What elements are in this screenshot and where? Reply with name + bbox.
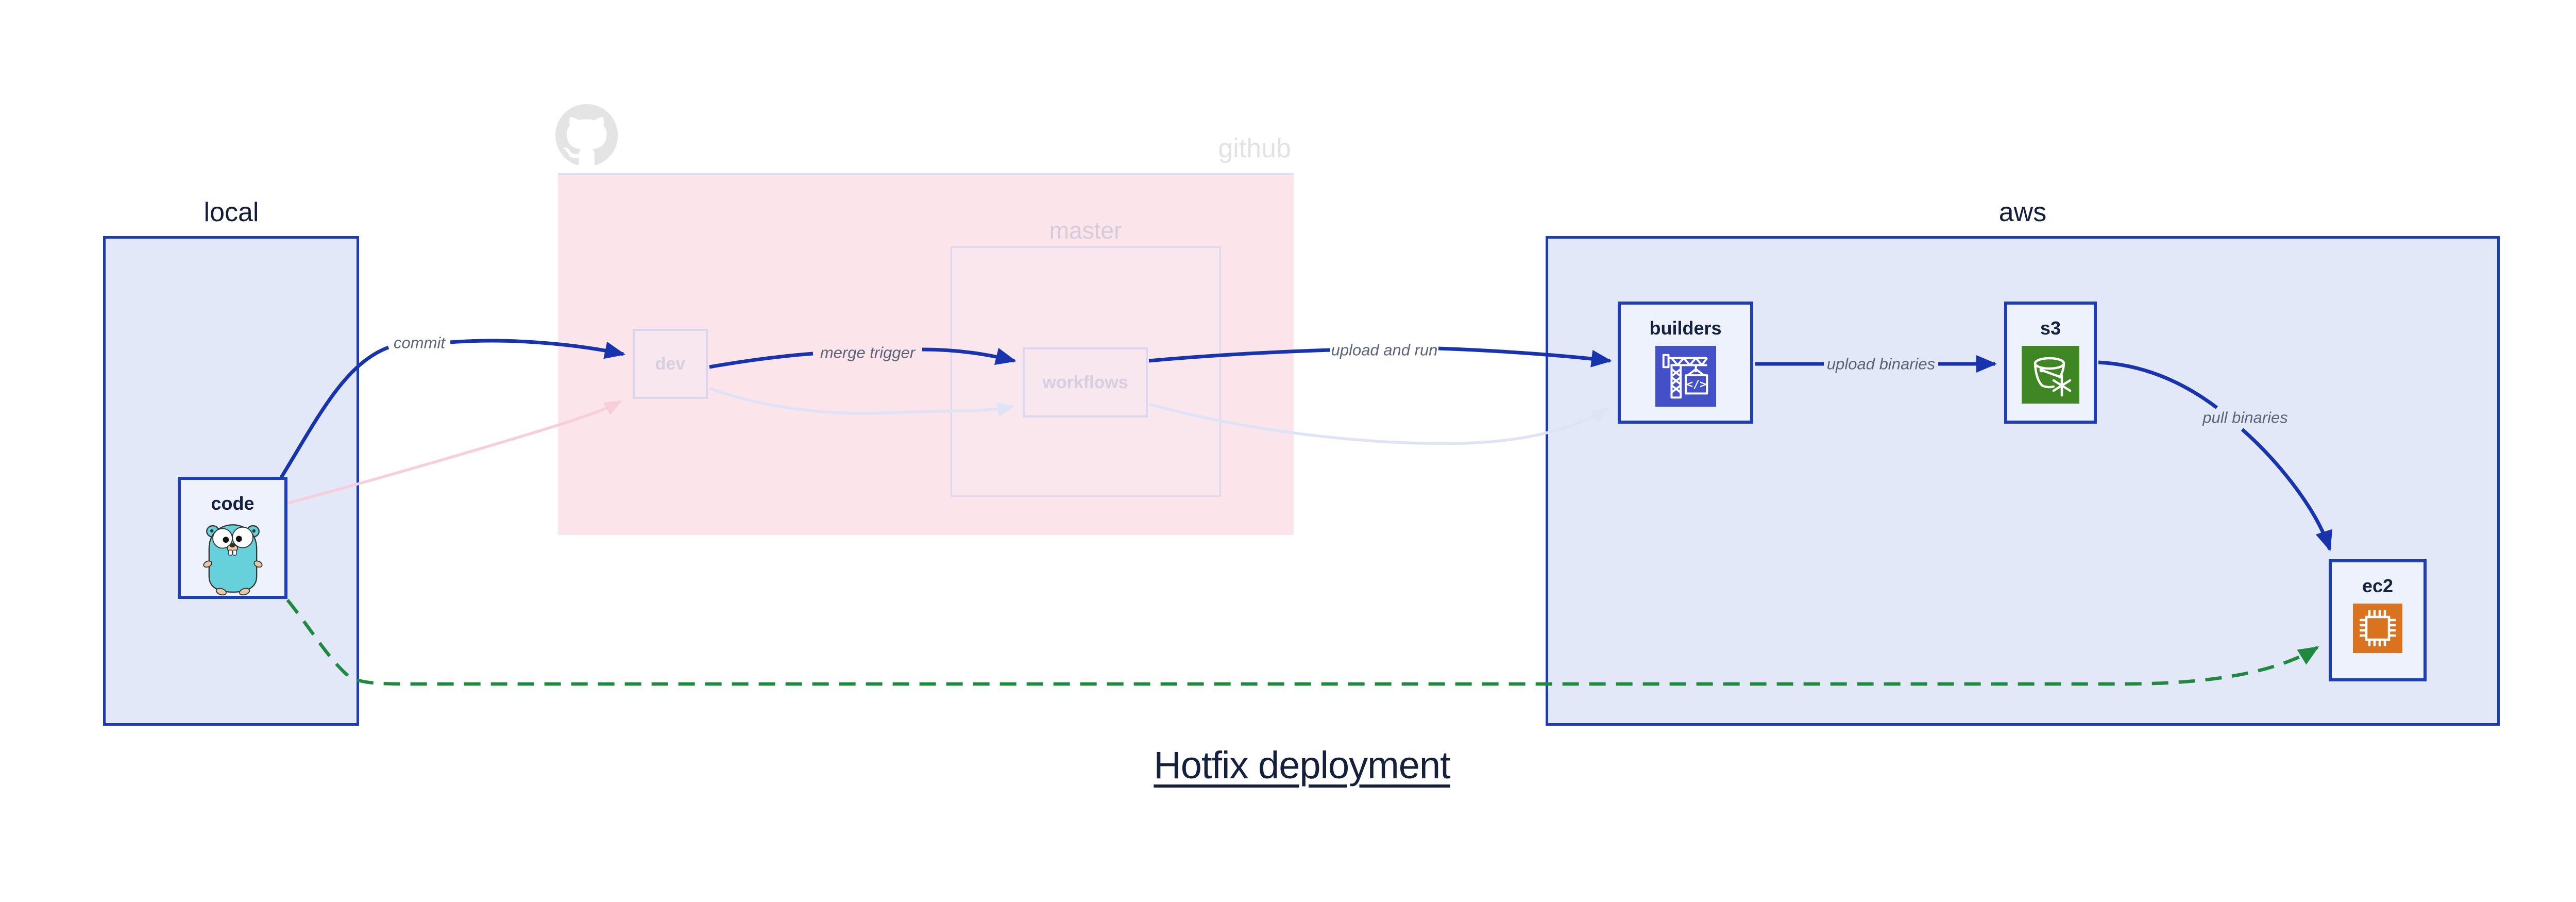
local-group-label: local [204, 197, 259, 227]
edge-label-pull-binaries: pull binaries [2202, 408, 2288, 427]
svg-text:</>: </> [1686, 378, 1706, 391]
faded-edge-workflows-to-builders [1148, 403, 1609, 445]
master-branch-label: master [1049, 217, 1122, 244]
faded-edge-dev-to-workflows [709, 387, 1015, 417]
node-dev: dev [633, 329, 708, 399]
node-code-label: code [211, 493, 255, 514]
edge-hotfix-bypass [286, 598, 2319, 686]
edge-label-upload-and-run: upload and run [1331, 341, 1438, 359]
github-group-label: github [1218, 133, 1291, 163]
node-ec2: ec2 [2329, 559, 2427, 681]
node-code: code [178, 477, 287, 599]
github-octocat-icon [555, 104, 618, 165]
edge-label-merge-trigger: merge trigger [820, 343, 916, 362]
node-builders: builders </> [1618, 302, 1753, 424]
node-dev-label: dev [655, 354, 686, 374]
aws-group-label: aws [1998, 197, 2047, 227]
edge-label-commit: commit [394, 333, 445, 352]
node-s3-label: s3 [2040, 318, 2061, 339]
aws-ec2-icon [2353, 604, 2402, 653]
node-builders-label: builders [1649, 318, 1722, 339]
diagram-title: Hotfix deployment [1154, 744, 1450, 787]
aws-s3-glacier-icon [2022, 346, 2079, 404]
node-s3: s3 [2004, 302, 2097, 424]
edge-label-upload-binaries: upload binaries [1826, 355, 1936, 373]
edge-pull-binaries [2098, 360, 2333, 552]
node-workflows-label: workflows [1042, 373, 1128, 392]
faded-edge-code-to-dev [287, 400, 622, 505]
node-workflows: workflows [1023, 347, 1148, 417]
edge-merge-trigger [709, 347, 1016, 369]
edge-commit [280, 339, 625, 478]
node-ec2-label: ec2 [2362, 575, 2394, 596]
edge-upload-and-run [1148, 346, 1612, 368]
go-gopher-icon [202, 524, 263, 596]
aws-codebuild-icon: </> [1655, 346, 1716, 407]
